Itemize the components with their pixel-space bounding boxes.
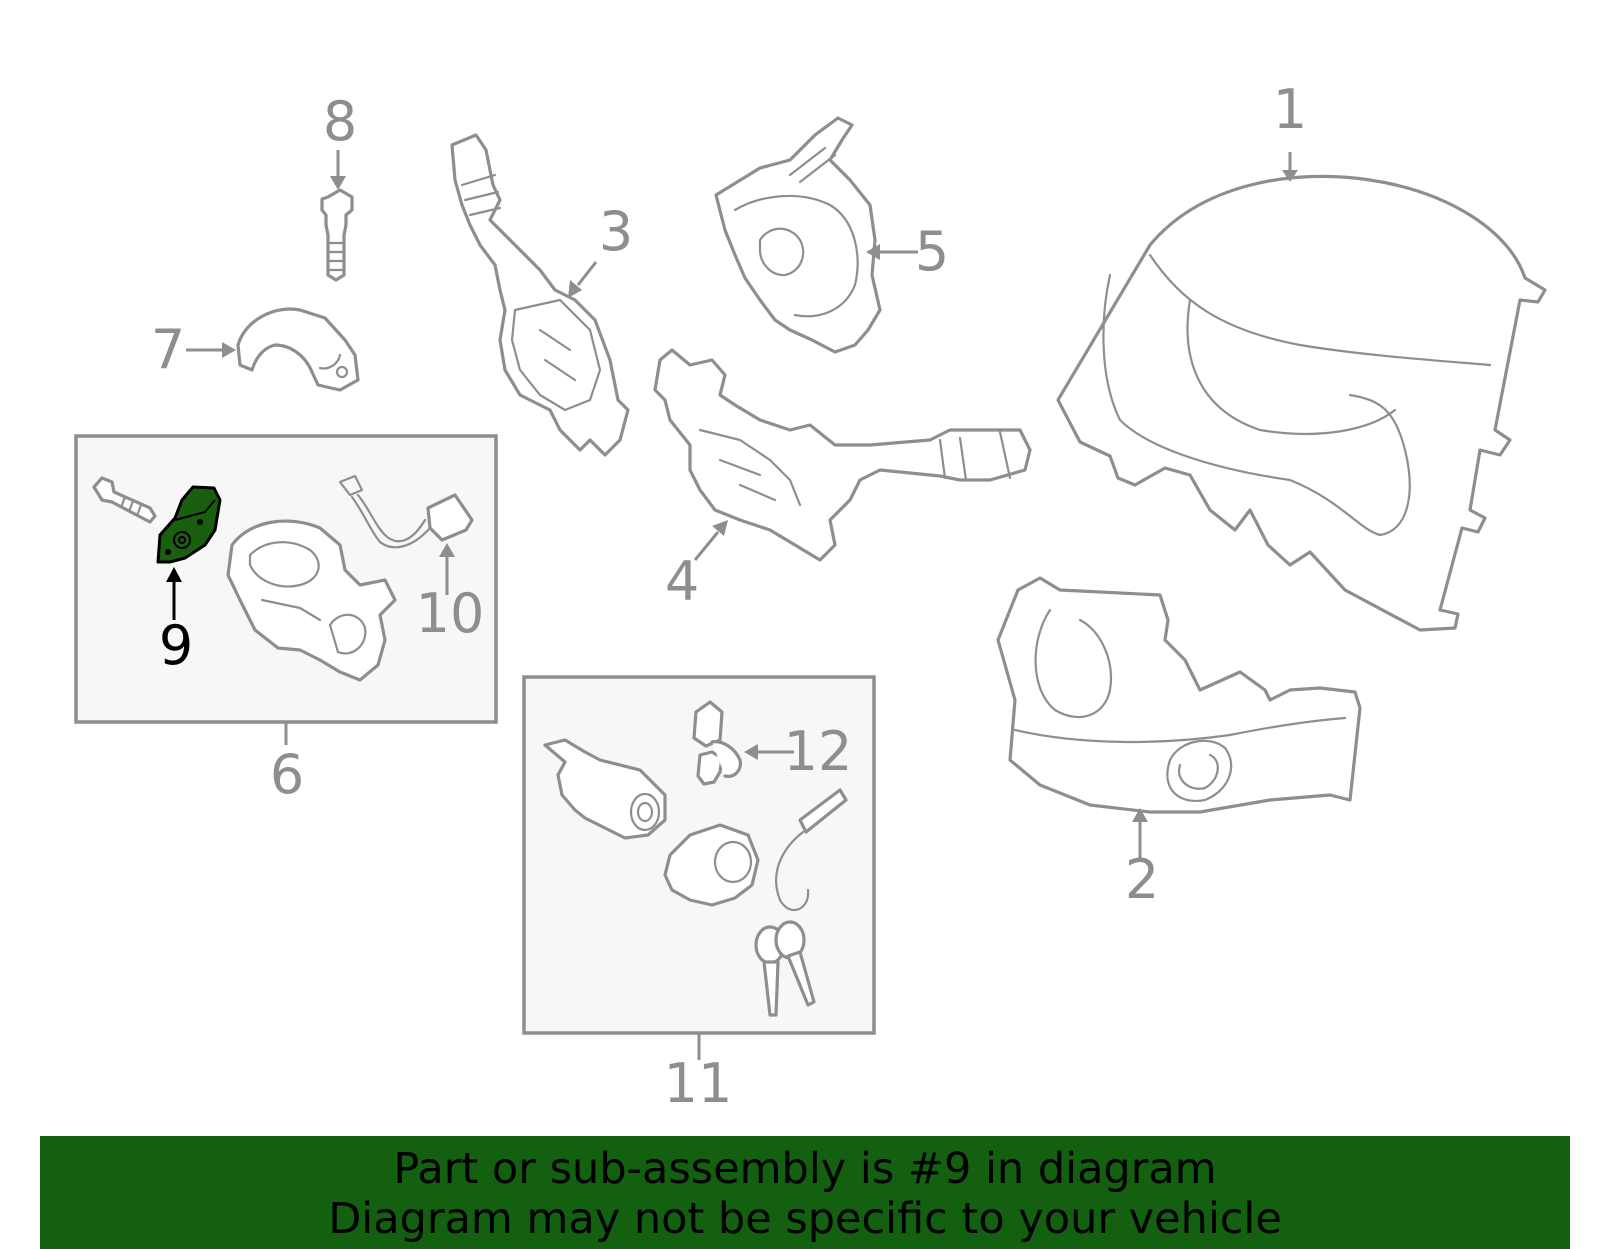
- part-2-lower-shroud[interactable]: [996, 576, 1362, 814]
- callout-9[interactable]: 9: [159, 614, 193, 677]
- part-4-wiper-switch[interactable]: [653, 348, 1032, 562]
- callout-3[interactable]: 3: [599, 200, 633, 263]
- callout-7[interactable]: 7: [151, 318, 185, 381]
- callout-8[interactable]: 8: [323, 90, 357, 153]
- callout-12[interactable]: 12: [784, 720, 853, 783]
- part-11-lock-cylinder-set[interactable]: [543, 738, 848, 1017]
- part-8-bolt[interactable]: [320, 188, 354, 282]
- part-5-clock-spring[interactable]: [714, 116, 882, 354]
- part-12-connector[interactable]: [692, 700, 742, 786]
- part-1-upper-shroud[interactable]: [1056, 174, 1547, 632]
- banner-line-2: Diagram may not be specific to your vehi…: [328, 1194, 1282, 1244]
- callout-4[interactable]: 4: [665, 550, 699, 613]
- part-9-screw: [92, 476, 157, 524]
- callout-5[interactable]: 5: [915, 220, 949, 283]
- callout-6[interactable]: 6: [270, 743, 304, 806]
- part-7-bracket[interactable]: [236, 307, 360, 392]
- part-3-combination-switch[interactable]: [450, 133, 630, 457]
- callout-2[interactable]: 2: [1125, 848, 1159, 911]
- callout-11[interactable]: 11: [664, 1052, 733, 1115]
- callout-1[interactable]: 1: [1273, 78, 1307, 141]
- part-6-lock-housing[interactable]: [226, 519, 397, 682]
- info-banner: Part or sub-assembly is #9 in diagram Di…: [40, 1136, 1570, 1249]
- part-9-highlighted[interactable]: [156, 485, 222, 564]
- banner-line-1: Part or sub-assembly is #9 in diagram: [393, 1144, 1217, 1194]
- callout-10[interactable]: 10: [416, 582, 485, 645]
- part-10-wire-harness[interactable]: [338, 474, 474, 549]
